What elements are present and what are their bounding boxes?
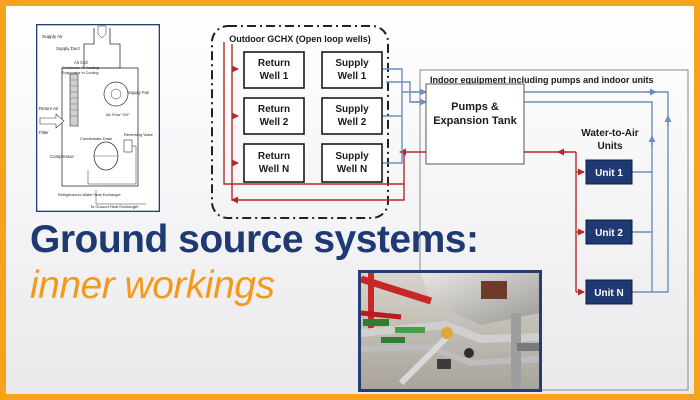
unit-label: Unit 1	[595, 168, 623, 179]
unit-2: Unit 2	[585, 219, 633, 245]
well-label: Supply	[335, 104, 369, 115]
well-label: Well 1	[260, 71, 289, 82]
well-label: Return	[258, 151, 290, 162]
schematic-label: Return Air	[39, 106, 59, 111]
mechanical-room-photo	[358, 270, 542, 392]
system-diagram: Indoor equipment including pumps and ind…	[211, 25, 689, 391]
well-label: Well 2	[260, 117, 289, 128]
piping-photo-illustration	[361, 273, 539, 389]
subheadline: inner workings	[30, 264, 275, 307]
unit-n: Unit N	[585, 279, 633, 305]
well-supply-n: Supply Well N	[321, 143, 383, 183]
schematic-label: Air Flow "DX"	[106, 112, 131, 117]
well-supply-2: Supply Well 2	[321, 97, 383, 135]
schematic-label: Compressor	[50, 154, 74, 159]
schematic-label: Reversing Valve	[124, 132, 154, 137]
well-label: Well 1	[338, 71, 367, 82]
unit-label: Unit N	[594, 288, 623, 299]
heat-pump-schematic: Supply Air Supply Duct Air Coil Condense…	[36, 24, 160, 212]
well-return-1: Return Well 1	[243, 51, 305, 89]
well-label: Well N	[259, 164, 289, 175]
well-label: Well N	[337, 164, 367, 175]
indoor-equipment-box	[419, 69, 689, 391]
well-label: Well 2	[338, 117, 367, 128]
well-label: Supply	[335, 58, 369, 69]
schematic-label: Refrigerant-to-Water Heat Exchanger	[58, 193, 121, 197]
water-to-air-label: Units	[598, 141, 623, 152]
water-to-air-label: Water-to-Air	[581, 128, 639, 139]
gchx-boundary	[211, 25, 389, 219]
unit-label: Unit 2	[595, 228, 623, 239]
schematic-label: Condenser in Heating	[62, 66, 99, 70]
headline: Ground source systems:	[30, 218, 479, 261]
schematic-label: Air Coil	[74, 60, 88, 65]
supply-piping	[382, 68, 669, 293]
pumps-label: Expansion Tank	[433, 115, 517, 127]
pumps-label: Pumps &	[451, 101, 499, 113]
schematic-label: Evaporator in Cooling	[62, 71, 99, 75]
schematic-label: Supply Duct	[56, 46, 80, 51]
well-label: Supply	[335, 151, 369, 162]
pumps-expansion-tank: Pumps & Expansion Tank	[425, 83, 525, 165]
unit-1: Unit 1	[585, 159, 633, 185]
schematic-label: Condensate Drain	[80, 136, 112, 141]
schematic-label: To Ground Heat Exchanger	[90, 204, 139, 209]
well-supply-1: Supply Well 1	[321, 51, 383, 89]
well-return-n: Return Well N	[243, 143, 305, 183]
gchx-label: Outdoor GCHX (Open loop wells)	[229, 34, 371, 44]
schematic-label: Filter	[39, 130, 49, 135]
well-label: Return	[258, 58, 290, 69]
schematic-label: Supply Air	[42, 34, 63, 39]
card: Supply Air Supply Duct Air Coil Condense…	[6, 6, 694, 394]
schematic-label: Supply Fan	[128, 90, 150, 95]
indoor-equipment-label: Indoor equipment including pumps and ind…	[430, 75, 653, 85]
well-label: Return	[258, 104, 290, 115]
well-return-2: Return Well 2	[243, 97, 305, 135]
